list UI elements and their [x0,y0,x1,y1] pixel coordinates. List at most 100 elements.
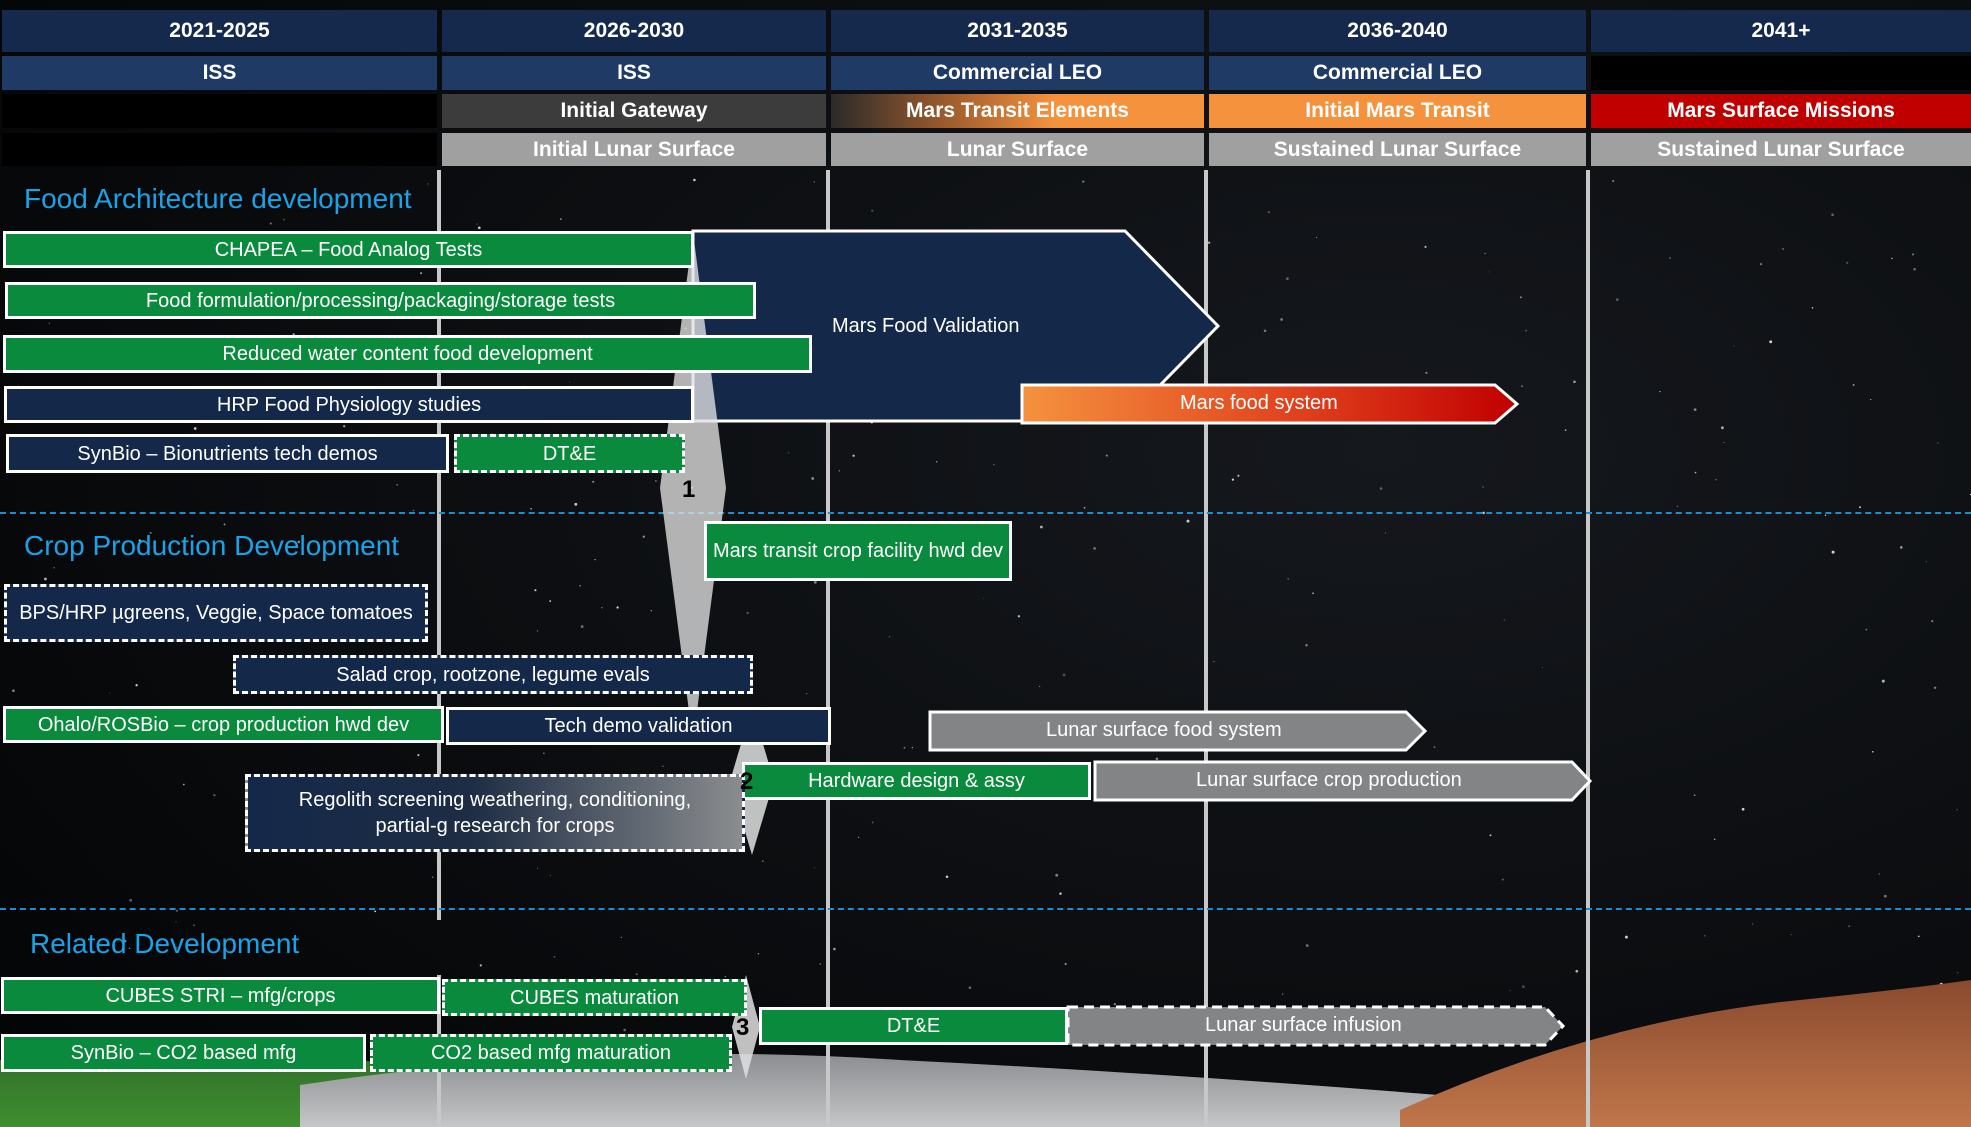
star [968,986,972,989]
star [1575,969,1579,973]
star [1624,935,1628,939]
star [1911,253,1915,256]
star [44,577,47,581]
star [574,502,578,506]
lunar-food-system-label: Lunar surface food system [1046,719,1282,741]
gateway-header: Mars Surface Missions [1591,94,1971,128]
star [1285,277,1289,281]
lunar-food-system-arrow [928,710,1428,752]
star [1881,679,1885,683]
mars-transit-crop-bar: Mars transit crop facility hwd dev [704,521,1012,581]
star [1064,962,1067,966]
star [1925,561,1927,563]
star [1186,519,1190,523]
star [1741,807,1745,811]
star [530,507,532,510]
mars-food-validation-label: Mars Food Validation [832,315,1020,337]
star [1870,399,1872,401]
star [549,600,552,603]
star [549,874,551,876]
star [746,611,749,615]
star [1105,454,1108,457]
star [149,531,152,535]
star [135,684,138,687]
star [1669,257,1671,259]
star [1937,442,1939,444]
platform-header: Commercial LEO [1209,56,1586,90]
lunar-header: Initial Lunar Surface [442,133,826,166]
star [1433,746,1436,749]
star [476,223,478,225]
star [1831,550,1835,554]
star [788,452,790,454]
star [479,964,482,967]
star [1312,592,1314,595]
star [1484,252,1486,255]
star [811,477,815,480]
co2-maturation-bar: CO2 based mfg maturation [370,1034,732,1072]
star [1062,673,1066,677]
star [616,606,619,609]
hardware-design-bar: Hardware design & assy [742,762,1091,800]
star [1811,306,1814,309]
star [417,754,420,757]
star [343,425,346,428]
star [1891,257,1893,260]
star [1059,892,1062,895]
star [1207,241,1211,244]
star [1831,213,1834,217]
star [1287,578,1289,580]
star [1733,345,1735,347]
star [983,597,985,599]
star [427,183,429,185]
star [1280,318,1283,321]
star [1425,371,1428,375]
lunar-infusion-arrow [1066,1005,1566,1047]
star [806,693,808,695]
star [762,860,764,862]
star [123,939,127,943]
star [693,178,696,182]
star [1720,426,1724,430]
star [182,783,185,786]
star [757,953,760,955]
star [1017,615,1021,618]
star [193,427,197,430]
star [1865,628,1868,631]
platform-header [1591,56,1971,90]
mars-food-system-label: Mars food system [1180,392,1338,414]
star [1694,471,1697,474]
star [1525,329,1528,332]
star [888,636,891,638]
star [1714,838,1716,840]
food-dte-bar: DT&E [454,434,685,473]
star [833,947,836,951]
section-title-crop: Crop Production Development [24,530,400,561]
star [1213,660,1215,663]
star [283,218,285,221]
star [399,202,401,204]
star [1781,247,1785,251]
star [1316,236,1318,238]
reduced-water-bar: Reduced water content food development [3,335,812,373]
star [871,821,874,824]
star [1715,479,1717,481]
star [1482,486,1484,488]
star [1522,985,1525,989]
star [1913,267,1916,271]
star [1693,794,1696,797]
star [477,226,481,230]
gateway-header: Mars Transit Elements [831,94,1204,128]
cubes-maturation-bar: CUBES maturation [442,979,747,1016]
star [1489,834,1492,837]
star [128,947,131,950]
star [871,209,874,212]
milestone-1-label: 1 [682,476,696,503]
star [642,535,645,538]
star [838,469,841,472]
star [1305,944,1309,948]
star [594,559,596,561]
section-title-related: Related Development [30,928,300,959]
mars-food-system-arrow [1020,383,1520,425]
lunar-header: Sustained Lunar Surface [1591,133,1971,166]
